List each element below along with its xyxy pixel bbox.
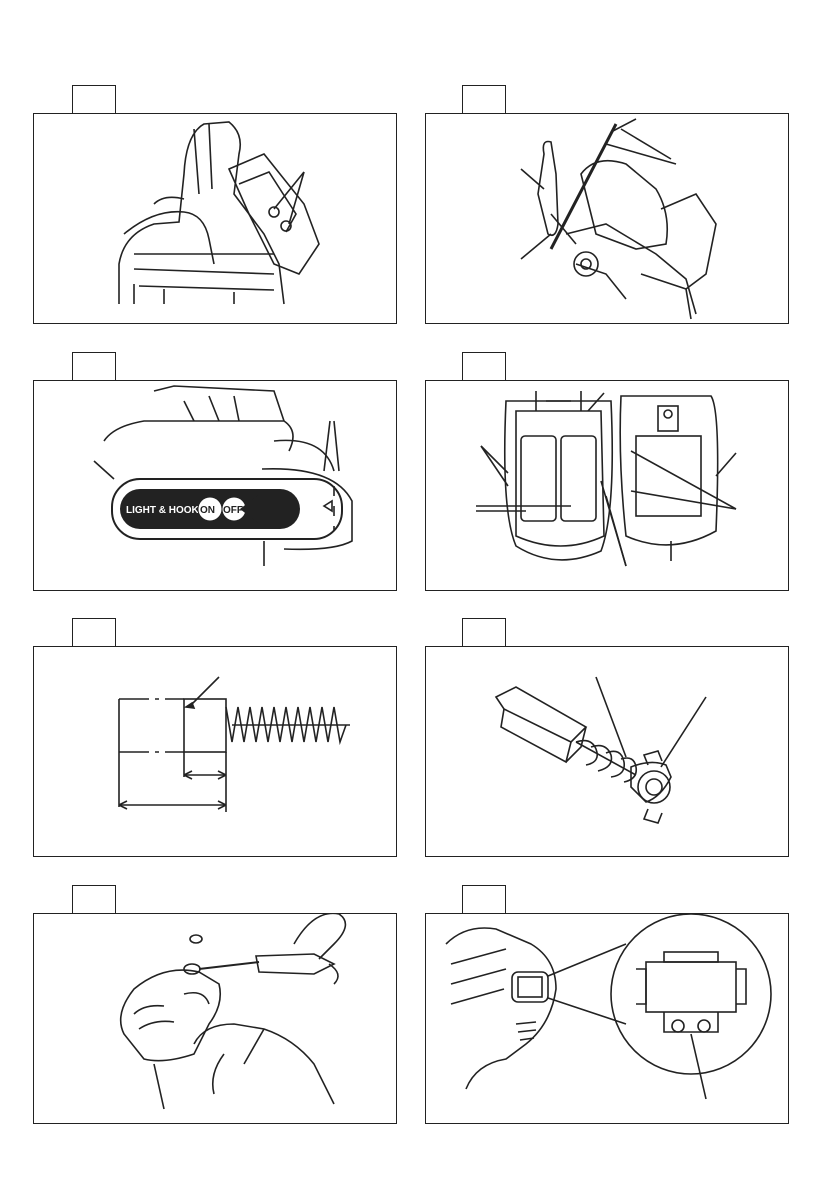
brush-cap-removal-illustration (34, 914, 398, 1125)
figure-4 (425, 380, 789, 591)
figure-tab (72, 85, 116, 115)
figure-tab (462, 85, 506, 115)
figure-8 (425, 913, 789, 1124)
figure-1 (33, 113, 397, 324)
figure-6 (425, 646, 789, 857)
carbon-brush-diagram (34, 647, 398, 858)
brush-holder-detail-illustration (426, 914, 790, 1125)
figure-tab (72, 618, 116, 648)
switch-label: LIGHT & HOOK (126, 505, 200, 516)
figure-2 (425, 113, 789, 324)
on-button-label: ON (200, 505, 215, 516)
switch-panel-illustration: LIGHT & HOOK ON OFF (34, 381, 398, 592)
screwdriver-illustration (426, 114, 790, 325)
figure-7 (33, 913, 397, 1124)
figure-tab (72, 885, 116, 915)
tool-light-hook-illustration (34, 114, 398, 325)
off-button-label: OFF (223, 505, 243, 516)
figure-5 (33, 646, 397, 857)
figure-tab (462, 618, 506, 648)
brush-holder-illustration (426, 647, 790, 858)
figure-tab (462, 352, 506, 382)
figure-tab (462, 885, 506, 915)
battery-compartment-illustration (426, 381, 790, 592)
figure-3: LIGHT & HOOK ON OFF (33, 380, 397, 591)
figure-tab (72, 352, 116, 382)
